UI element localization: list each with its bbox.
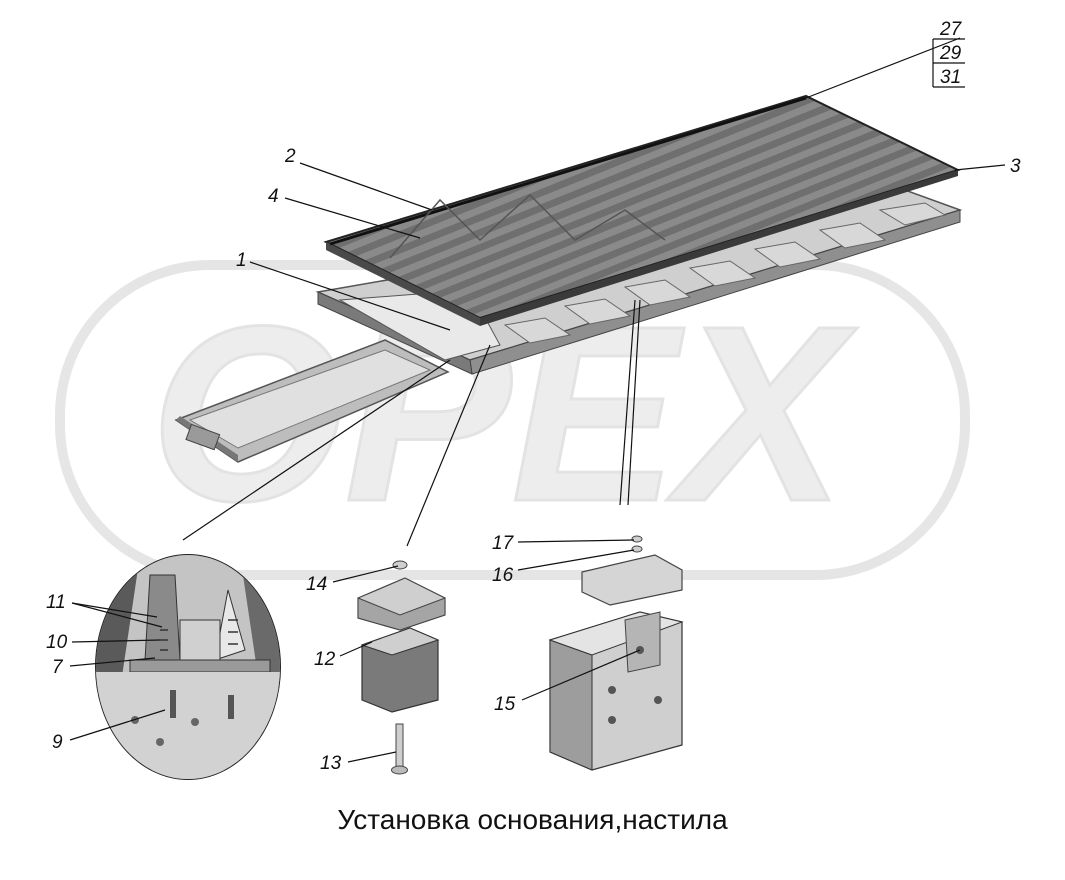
figure-caption: Установка основания,настила: [337, 804, 728, 835]
nut-part: [392, 560, 408, 570]
callout-9: 9: [52, 732, 63, 753]
leader-lines: [69, 37, 1006, 763]
callout-3: 3: [1010, 156, 1021, 177]
bracket-part: [357, 577, 446, 631]
callout-2: 2: [284, 146, 296, 167]
callout-29: 29: [939, 43, 962, 64]
callout-4: 4: [268, 186, 279, 207]
callout-17: 17: [492, 533, 515, 554]
pad-part: [360, 627, 440, 713]
callout-15: 15: [494, 694, 516, 715]
washer-part-16: [631, 545, 643, 553]
callout-11: 11: [46, 592, 66, 613]
callout-12: 12: [314, 649, 336, 670]
callout-14: 14: [306, 574, 327, 595]
detail-view: [95, 554, 281, 780]
callout-7: 7: [52, 657, 64, 678]
callout-16: 16: [492, 565, 514, 586]
callout-13: 13: [320, 753, 342, 774]
callout-1: 1: [236, 250, 247, 271]
callout-10: 10: [46, 632, 68, 653]
bolt-part: [391, 723, 408, 775]
bracket-assembly-part: [548, 554, 684, 771]
washer-part-17: [631, 535, 643, 543]
callout-labels: 27 29 31 3 2 4 1 11 10 7 9 14 12 13 17 1…: [46, 19, 1021, 774]
callout-27: 27: [939, 19, 963, 40]
callout-31: 31: [940, 67, 961, 88]
